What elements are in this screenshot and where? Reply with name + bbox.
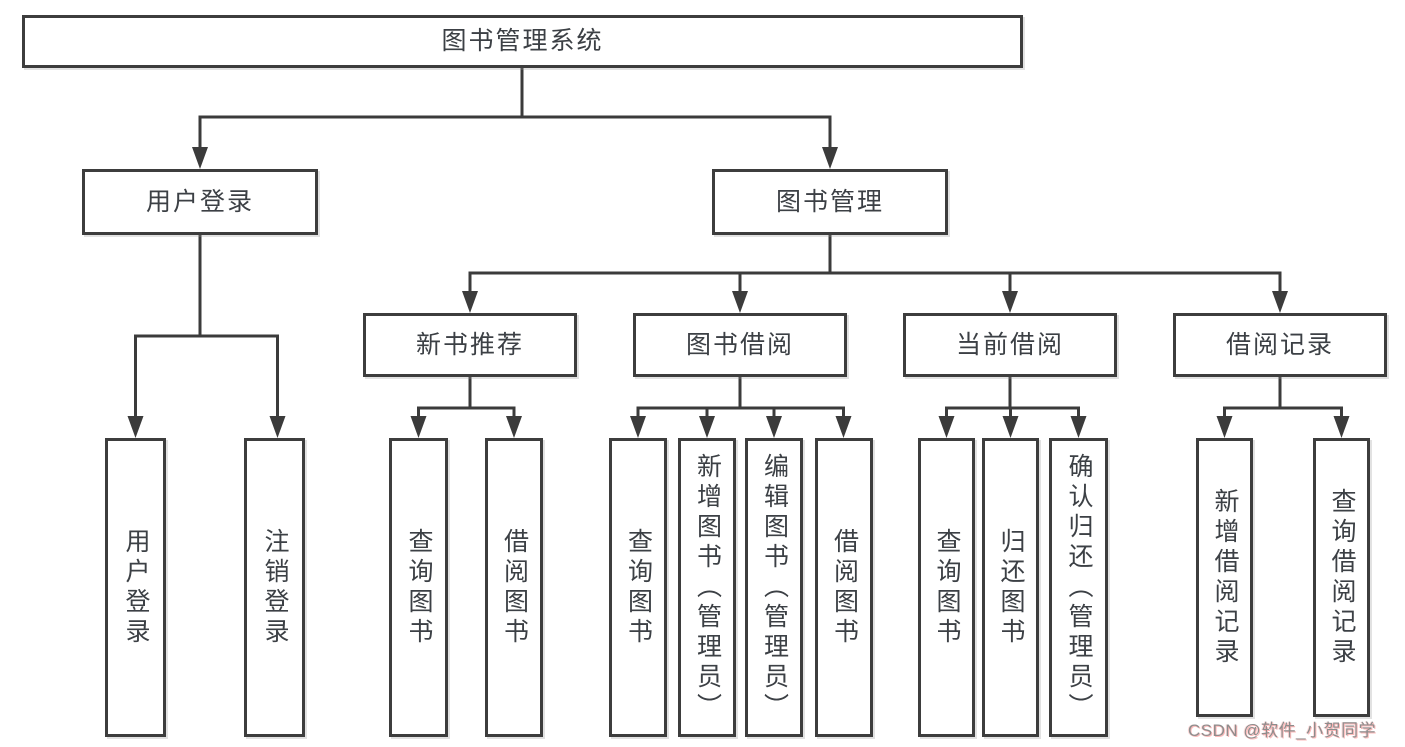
node-book-borrowing: 图书借阅: [633, 313, 847, 377]
node-leaf-cb-query-books-label: 查询图书: [933, 527, 961, 648]
node-book-management-label: 图书管理: [775, 187, 884, 216]
node-leaf-cb-confirm-return-admin: 确认归还（管理员）: [1049, 438, 1108, 737]
node-leaf-bb-add-books-admin: 新增图书（管理员）: [678, 438, 736, 737]
node-leaf-logout: 注销登录: [244, 438, 305, 737]
node-leaf-br-add-record: 新增借阅记录: [1196, 438, 1253, 717]
node-user-login: 用户登录: [82, 169, 318, 235]
node-current-borrowing: 当前借阅: [903, 313, 1117, 377]
node-borrowing-records: 借阅记录: [1173, 313, 1387, 377]
node-root-label: 图书管理系统: [441, 27, 604, 55]
node-current-borrowing-label: 当前借阅: [955, 330, 1064, 359]
node-book-borrowing-label: 图书借阅: [685, 330, 794, 359]
node-leaf-user-login-label: 用户登录: [122, 527, 150, 648]
node-leaf-br-query-record: 查询借阅记录: [1313, 438, 1370, 717]
node-leaf-logout-label: 注销登录: [261, 527, 289, 648]
node-leaf-br-query-record-label: 查询借阅记录: [1328, 487, 1356, 668]
node-leaf-cb-query-books: 查询图书: [918, 438, 975, 737]
node-leaf-cb-confirm-return-admin-label: 确认归还（管理员）: [1065, 452, 1093, 723]
node-leaf-bb-borrow-books-label: 借阅图书: [830, 527, 859, 648]
node-borrowing-records-label: 借阅记录: [1225, 330, 1334, 359]
node-user-login-label: 用户登录: [145, 187, 254, 216]
node-leaf-bb-query-books-label: 查询图书: [624, 527, 653, 648]
node-leaf-bb-add-books-admin-label: 新增图书（管理员）: [693, 452, 722, 723]
node-leaf-nb-borrow-books: 借阅图书: [485, 438, 543, 737]
node-new-book-recommend-label: 新书推荐: [415, 330, 524, 359]
node-leaf-bb-borrow-books: 借阅图书: [815, 438, 873, 737]
node-book-management: 图书管理: [712, 169, 948, 235]
node-leaf-cb-return-books: 归还图书: [982, 438, 1039, 737]
node-leaf-bb-edit-books-admin: 编辑图书（管理员）: [745, 438, 803, 737]
node-leaf-cb-return-books-label: 归还图书: [997, 527, 1025, 648]
node-leaf-nb-query-books-label: 查询图书: [405, 527, 433, 648]
node-leaf-nb-borrow-books-label: 借阅图书: [500, 527, 529, 648]
node-leaf-bb-query-books: 查询图书: [609, 438, 667, 737]
node-leaf-nb-query-books: 查询图书: [389, 438, 448, 737]
node-leaf-br-add-record-label: 新增借阅记录: [1211, 487, 1239, 668]
node-leaf-user-login: 用户登录: [105, 438, 166, 737]
node-leaf-bb-edit-books-admin-label: 编辑图书（管理员）: [760, 452, 789, 723]
node-new-book-recommend: 新书推荐: [363, 313, 577, 377]
watermark-text: CSDN @软件_小贺同学: [1188, 721, 1377, 740]
node-root: 图书管理系统: [22, 15, 1023, 68]
